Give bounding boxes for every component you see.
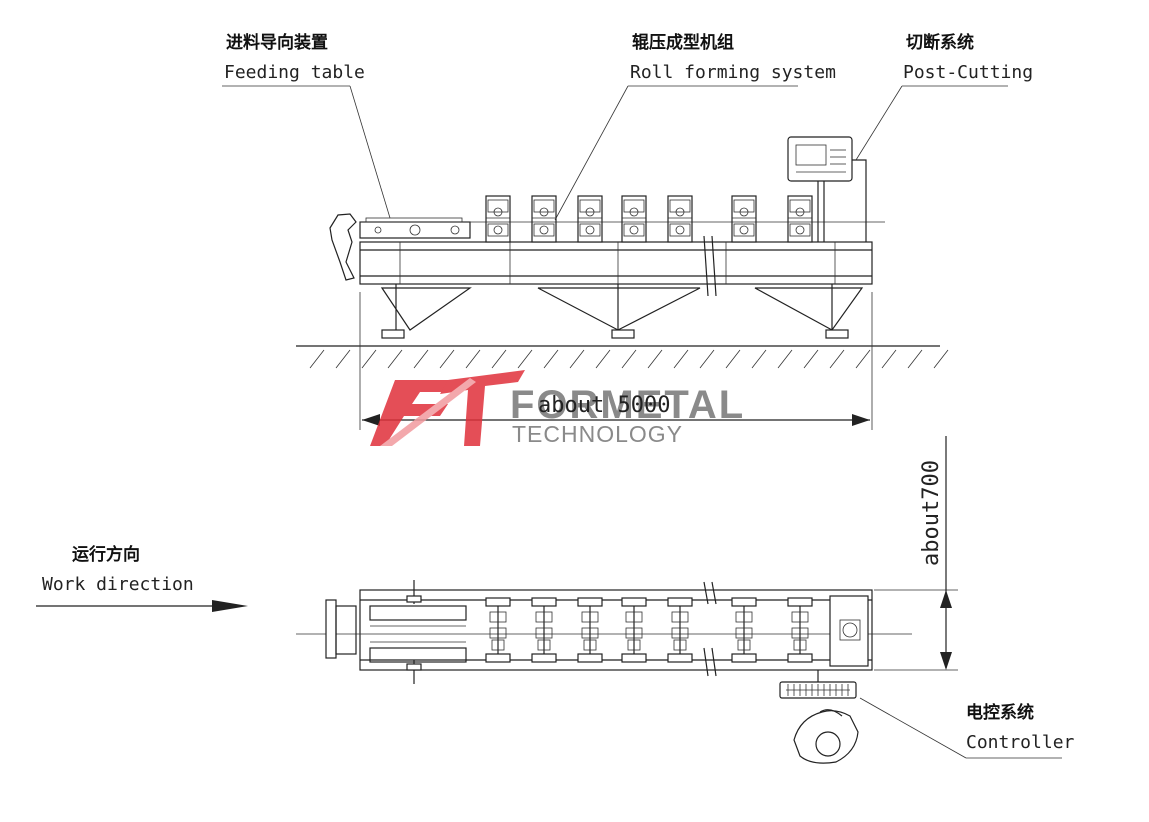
- roll-stand-top: [485, 597, 511, 663]
- side-view: [296, 136, 949, 369]
- cutting-unit-top: [829, 595, 869, 667]
- support-legs: [380, 284, 864, 339]
- feeding-table-shape: [329, 213, 471, 281]
- width-dimension: [874, 436, 958, 671]
- length-dimension-label: about 5000: [538, 393, 670, 418]
- roll-stand-top: [667, 597, 693, 663]
- controller-label-cn: 电控系统: [966, 702, 1034, 723]
- formetal-logo: [370, 370, 525, 446]
- roll-stand-side: [531, 195, 557, 243]
- feeding-table-top: [325, 580, 467, 684]
- roll-stand-top: [787, 597, 813, 663]
- feeding-label-cn: 进料导向装置: [226, 32, 328, 53]
- roll-stand-top: [531, 597, 557, 663]
- side-frame: [359, 241, 873, 285]
- watermark-sub: TECHNOLOGY: [512, 421, 683, 447]
- roll-label-cn: 辊压成型机组: [632, 32, 734, 53]
- roll-stand-side: [577, 195, 603, 243]
- roll-stand-top: [577, 597, 603, 663]
- roll-stand-side: [621, 195, 647, 243]
- controller-label-en: Controller: [966, 732, 1075, 753]
- feeding-label-en: Feeding table: [224, 62, 365, 83]
- roll-stand-top: [621, 597, 647, 663]
- cutting-label-cn: 切断系统: [906, 32, 974, 53]
- controller-top: [779, 670, 859, 764]
- control-panel-side: [787, 136, 867, 242]
- direction-label-cn: 运行方向: [72, 544, 140, 565]
- roll-stand-top: [731, 597, 757, 663]
- operator-icon: [793, 710, 859, 764]
- length-dimension: [359, 292, 873, 430]
- roll-stands-side: [485, 195, 813, 243]
- work-direction-arrow: [36, 600, 248, 612]
- watermark-brand: FORMETAL: [510, 383, 745, 427]
- top-view: [296, 436, 958, 764]
- roll-stand-side: [667, 195, 693, 243]
- roll-stand-side: [731, 195, 757, 243]
- roll-label-en: Roll forming system: [630, 62, 836, 83]
- direction-label-en: Work direction: [42, 574, 194, 595]
- roll-stand-side: [485, 195, 511, 243]
- top-frame: [359, 589, 873, 671]
- roll-stands-top: [485, 597, 813, 663]
- cutting-label-en: Post-Cutting: [903, 62, 1033, 83]
- ground-line: [296, 345, 949, 369]
- callout-lines: [222, 85, 1062, 759]
- width-dimension-label: about700: [919, 460, 944, 566]
- logo-mark: [370, 380, 470, 446]
- roll-stand-side: [787, 195, 813, 243]
